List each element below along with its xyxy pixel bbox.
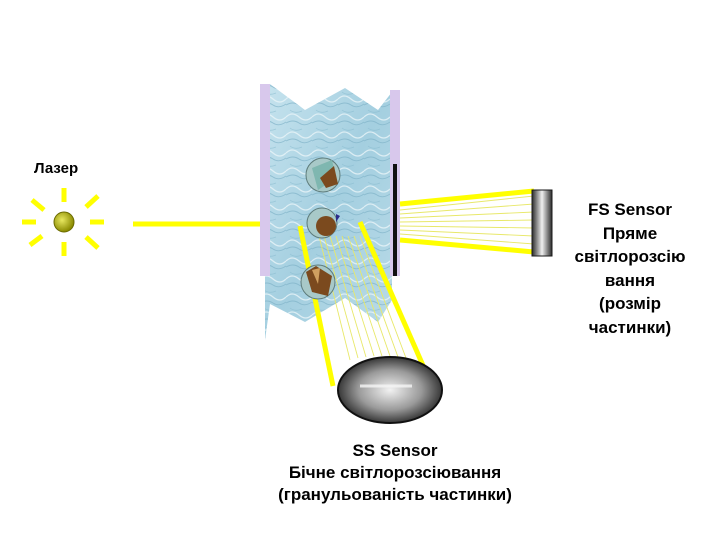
fs-sensor-label: FS Sensor Пряме світлорозсію вання (розм…	[562, 198, 698, 339]
ss-sensor-title: SS Sensor	[352, 441, 438, 460]
fs-sensor-desc-line: Пряме	[602, 223, 658, 243]
fs-sensor-desc-line: (розмір	[599, 294, 661, 313]
side-scatter-rays	[317, 231, 407, 361]
particle-icon	[305, 157, 341, 193]
particle-icon	[306, 207, 340, 239]
ss-sensor-desc-line: Бічне світлорозсіювання	[288, 463, 502, 482]
fs-detector-icon	[531, 189, 553, 257]
fs-sensor-title: FS Sensor	[587, 200, 673, 219]
laser-source-icon	[22, 188, 104, 256]
fs-sensor-desc-line: частинки)	[588, 317, 672, 337]
side-scatter-boundary	[297, 220, 428, 387]
flow-cell-left-wall	[260, 84, 270, 276]
beam-stop	[393, 164, 397, 276]
laser-label: Лазер	[34, 160, 79, 177]
ss-detector-icon	[337, 356, 443, 424]
ss-sensor-desc-line: (гранульованість частинки)	[278, 485, 512, 504]
forward-scatter-rays	[399, 195, 535, 245]
fs-sensor-desc-line: світлорозсію	[574, 247, 686, 266]
ss-sensor-label: SS Sensor Бічне світлорозсіювання (грану…	[230, 440, 560, 506]
particle-icon	[300, 264, 336, 300]
forward-scatter-boundary	[399, 188, 535, 255]
fs-sensor-desc-line: вання	[604, 270, 656, 290]
